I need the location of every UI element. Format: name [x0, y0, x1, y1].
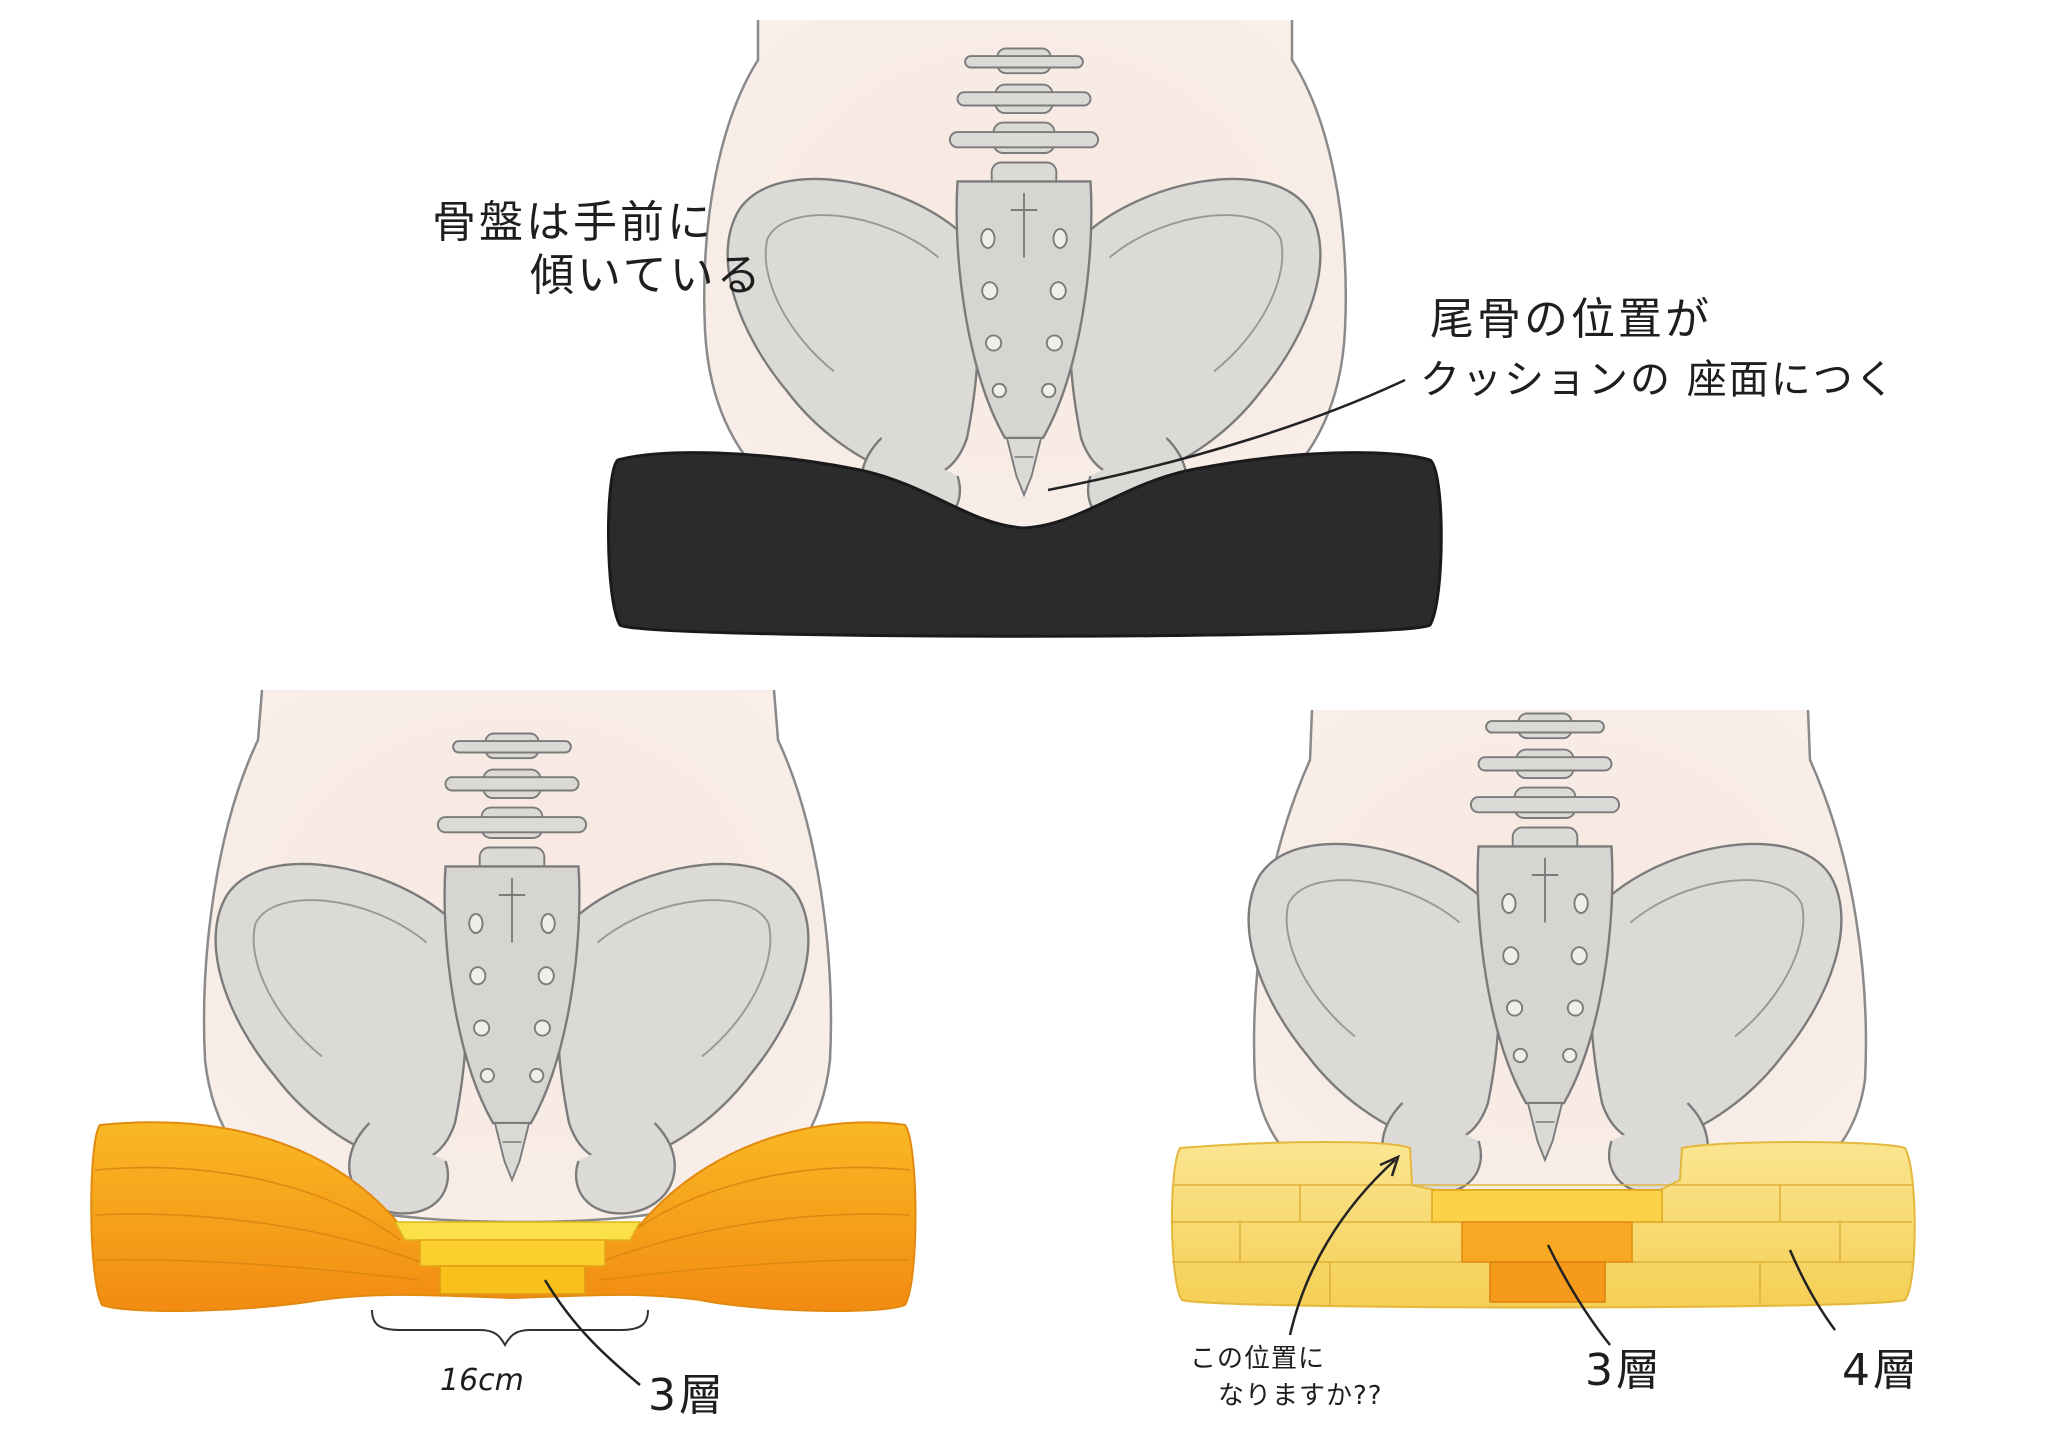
orange-cushion — [90, 1121, 917, 1313]
width-measure-label: 16cm — [440, 1363, 524, 1398]
left-center-insert — [393, 1221, 642, 1295]
question-label-line1: この位置に — [1190, 1344, 1326, 1374]
question-pointer-line — [1288, 1159, 1396, 1336]
top-figure — [607, 20, 1443, 638]
width-brace — [371, 1309, 649, 1348]
mid-layers-pointer — [1546, 1244, 1611, 1346]
pelvis-tilt-label-line2: 傾いている — [530, 250, 764, 301]
bottom-left-figure — [90, 689, 917, 1386]
coccyx-label-line1: 尾骨の位置が — [1430, 294, 1712, 345]
right-layers-pointer — [1788, 1249, 1837, 1331]
question-label-line2: なりますか?? — [1218, 1381, 1383, 1411]
black-cushion — [607, 451, 1443, 638]
mid-layers-label: 3層 — [1585, 1345, 1663, 1396]
right-center-insert — [1431, 1189, 1663, 1303]
left-layers-label: 3層 — [648, 1370, 726, 1421]
arrow-head-icon — [1379, 1154, 1401, 1177]
bottom-right-figure — [1170, 709, 1916, 1346]
pelvis-tilt-label-line1: 骨盤は手前に — [432, 197, 714, 248]
coccyx-label-line2: クッションの 座面につく — [1420, 357, 1897, 403]
left-layers-pointer — [543, 1279, 641, 1386]
right-layers-label: 4層 — [1842, 1345, 1920, 1396]
coccyx-pointer-line — [1047, 378, 1406, 492]
